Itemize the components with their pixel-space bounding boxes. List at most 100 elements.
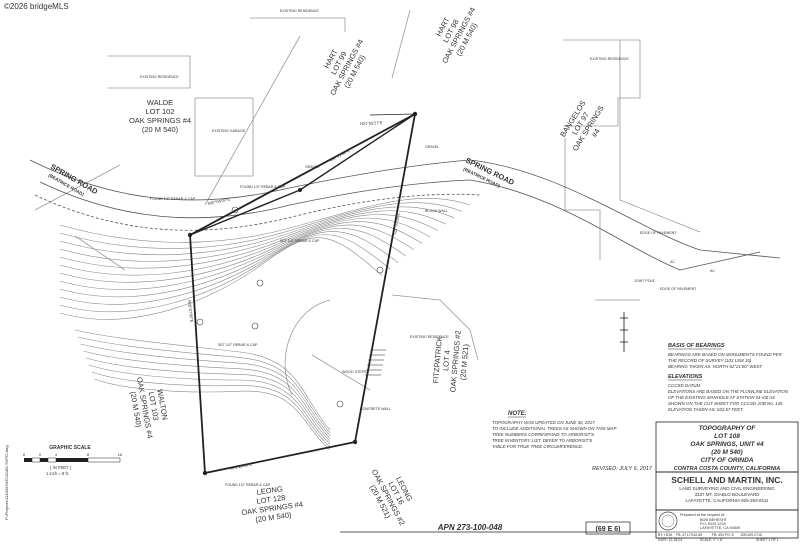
parcel-fitzpatrick-lot: LOT 4 <box>441 350 452 371</box>
lot-line-hart99 <box>204 35 301 206</box>
basis-line-3: BEARING TAKEN AS: NORTH 62°21'00" WEST <box>668 364 762 369</box>
lot-line-walde <box>34 164 121 211</box>
client-box <box>655 509 799 539</box>
contour-line <box>88 364 331 445</box>
note-wood-steps: WOOD STEPS <box>342 370 367 374</box>
prepared-for: Prepared at the request of: <box>680 513 725 517</box>
footer-job: JOB #20-0716 <box>740 533 762 537</box>
scale-seg-4 <box>47 457 57 463</box>
boundary-tie <box>369 113 416 116</box>
note-set-cap-1: SET 1/2" REBAR & CAP <box>280 239 320 243</box>
lot-line-fitz <box>311 354 371 391</box>
basis-line-1: BEARINGS ARE BASED ON MONUMENTS FOUND PE… <box>668 352 783 357</box>
contour-line <box>59 234 391 312</box>
monument-ne <box>412 111 418 117</box>
boundary-north-leg <box>299 113 416 191</box>
tree-1 <box>251 322 259 330</box>
contour-line <box>59 214 439 269</box>
monument-n <box>298 188 302 192</box>
footer-fb2: FB: 494 PG: 8 <box>712 533 734 537</box>
scale-tick-1: 8 <box>23 452 26 457</box>
bearing-label-5: S11°37'00"E <box>392 212 401 235</box>
contour-line <box>59 237 383 320</box>
seal-icon <box>658 511 678 531</box>
client-line-3: LAFAYETTE, CA 94549 <box>700 526 740 530</box>
footer-date: DATE: 12-28-01 <box>658 538 682 542</box>
firm-sub-3: LAFAYETTE, CALIFORNIA 925-283-8111 <box>685 498 769 503</box>
seal-inner-icon <box>661 514 675 528</box>
elevations-line-1: CCCSD DATUM <box>668 383 700 388</box>
contour-line <box>74 329 331 431</box>
contour-line <box>59 228 407 298</box>
elevations-line-3: OF THE EXISTING MANHOLE AT STATION 01+00… <box>668 395 775 400</box>
trees <box>196 206 384 408</box>
scale-seg-2 <box>31 457 41 463</box>
page-ref: (69 E 6) <box>596 526 621 533</box>
residence-fitzpatrick-outline <box>391 294 479 361</box>
parcel-leong128-lot: LOT 128 <box>256 493 286 506</box>
scale-tick-3: 4 <box>55 452 58 457</box>
contour-line <box>91 371 331 448</box>
scale-title: GRAPHIC SCALE <box>49 445 91 451</box>
page-ref-box <box>585 521 631 535</box>
property-line-bangelos <box>564 138 601 260</box>
note-block-wall: BLOCK WALL <box>425 209 448 213</box>
title-block: TOPOGRAPHY OF LOT 108 OAK SPRINGS, UNIT … <box>592 421 799 542</box>
parcel-walde-lot: LOT 102 <box>145 107 174 116</box>
note-block: NOTE: TOPOGRAPHY WAS UPDATED ON JUNE 30,… <box>492 411 616 449</box>
elevations-line-5: ELEVATION TAKEN AS: 632.67 FEET. <box>668 407 744 412</box>
wood-steps <box>365 349 386 376</box>
parcel-bangelos-ref: #4 <box>590 127 602 139</box>
driveway-arc <box>284 299 331 396</box>
parcel-walde-ref: (20 M 540) <box>142 125 179 134</box>
monument-se <box>352 439 358 445</box>
note-residence-bangelos: EXISTING RESIDENCE <box>590 57 629 61</box>
residence-bangelos-outline <box>563 39 641 127</box>
parcel-leong128: LEONG LOT 128 OAK SPRINGS #4 (20 M 540) <box>241 484 304 524</box>
parcel-hart98: HART LOT 98 OAK SPRINGS #4 (20 M 540) <box>434 6 479 65</box>
contour-line <box>59 197 471 243</box>
property-boundary <box>189 112 417 475</box>
contour-line <box>59 202 463 249</box>
note-edge-pavement-1: EDGE OF PAVEMENT <box>640 231 677 235</box>
monument-nw <box>187 232 193 238</box>
note-ac-2: AC <box>670 260 675 264</box>
apn-label: APN 273-100-048 <box>437 523 503 532</box>
title-line-1: TOPOGRAPHY OF <box>699 425 757 432</box>
elevations-heading: ELEVATIONS <box>668 374 703 380</box>
contour-line <box>83 350 331 439</box>
footer-sheet: SHEET 1 OF 1 <box>756 538 779 542</box>
contour-line <box>59 224 415 290</box>
contour-line <box>77 336 331 433</box>
note-found-cap-1: FOUND 1/2" REBAR & CAP <box>150 197 196 201</box>
title-line-2: LOT 108 <box>714 433 740 440</box>
scale-seg-3 <box>40 458 48 462</box>
firm-name: SCHELL AND MARTIN, INC. <box>671 475 782 485</box>
tree-5 <box>256 279 264 287</box>
elevations-line-2: ELEVATIONS ARE BASED ON THE FLOWLINE ELE… <box>668 389 789 394</box>
side-stamp: P:\Projects\11180\DWG\11180-TOPO.dwg <box>4 445 9 520</box>
lot-line-west <box>74 235 126 271</box>
tree-2 <box>231 206 239 214</box>
boundary-northwest-leg <box>189 189 301 236</box>
basis-heading: BASIS OF BEARINGS <box>668 343 725 349</box>
bearing-label-2: N87°04'00"E <box>207 196 231 206</box>
contour-line <box>59 231 399 305</box>
parcel-walde-owner: WALDE <box>147 98 173 107</box>
parcel-fitzpatrick-ref: (20 M 521) <box>458 343 470 380</box>
title-line-6: CONTRA COSTA COUNTY, CALIFORNIA <box>674 466 781 472</box>
garage-outline <box>194 97 254 177</box>
note-garage: EXISTING GARAGE <box>212 129 246 133</box>
contour-line <box>59 206 455 256</box>
scale-unit: ( IN FEET ) <box>50 465 72 470</box>
scale-tick-4: 8 <box>87 452 90 457</box>
firm-sub-1: LAND SURVEYING AND CIVIL ENGINEERING <box>679 486 775 491</box>
residence-top-outline <box>250 17 346 32</box>
firm-sub-2: 3337 MT. DIABLO BOULEVARD <box>695 492 761 497</box>
tree-3 <box>196 318 204 326</box>
note-line-3: TREE NUMBERS CORRESPOND TO ARBORIST'S <box>492 432 594 437</box>
elevations-line-4: SHOWN ON THE CUT SHEET FOR CCCSD JOB No.… <box>668 401 783 406</box>
road-edge-north <box>29 159 781 259</box>
scale-tick-5: 16 <box>118 452 123 457</box>
footer-scale: SCALE: 1" = 8' <box>700 538 723 542</box>
